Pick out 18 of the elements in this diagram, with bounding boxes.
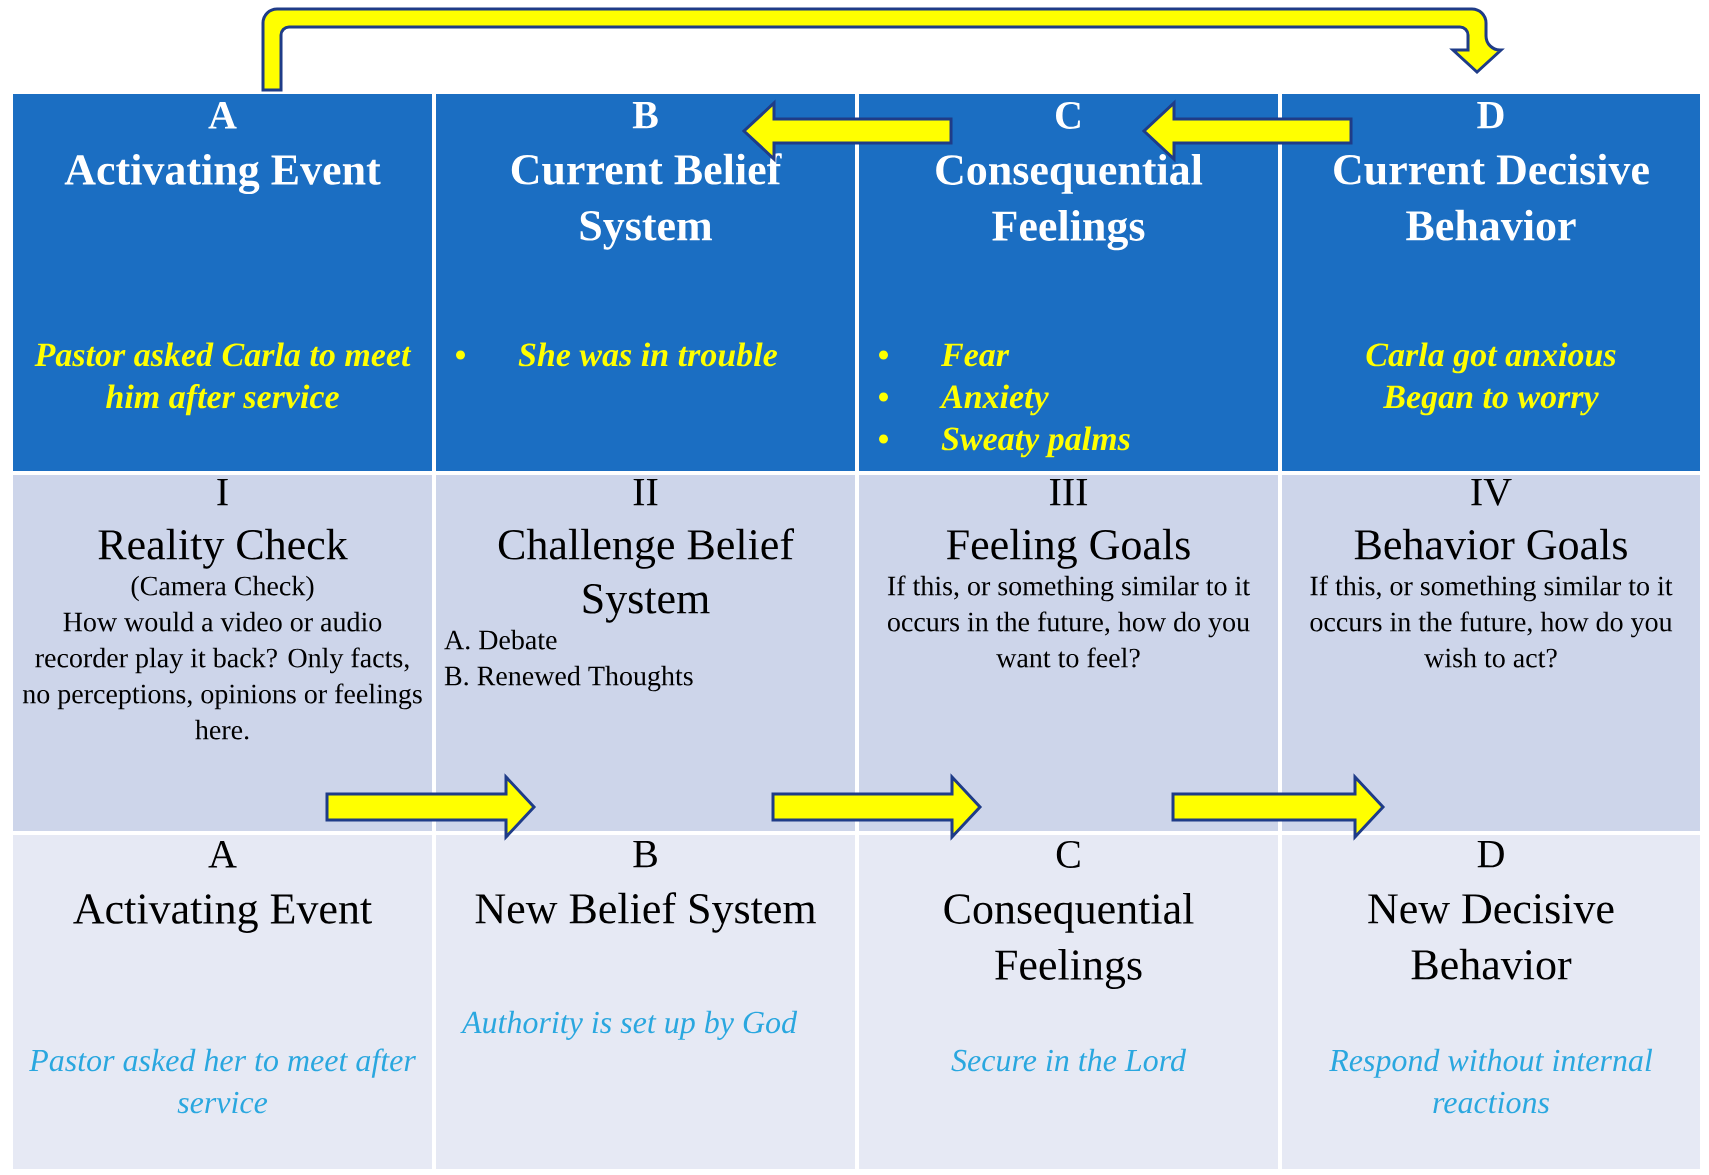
- table-cell: D Current Decisive Behavior Carla got anxious Began to worry: [1278, 90, 1704, 475]
- block-arrow: [261, 7, 1503, 92]
- table-cell: A Activating Event Pastor asked her to meet after service: [9, 831, 436, 1173]
- table-cell: C Consequential Feelings Secure in the Lord: [855, 831, 1282, 1173]
- block-arrow: [741, 99, 953, 163]
- block-arrow: [325, 773, 537, 841]
- table-cell: III Feeling Goals If this, or something similar to it occurs in the future, how do you want to feel?: [855, 471, 1282, 835]
- block-arrow: [771, 773, 983, 841]
- table-cell: C Consequential Feelings Fear Anxiety Sweaty palms: [855, 90, 1282, 475]
- table-cell: II Challenge Belief System A. Debate B. Renewed Thoughts: [432, 471, 859, 835]
- table-cell: B Current Belief System She was in trouble: [432, 90, 859, 475]
- table-cell: B New Belief System Authority is set up by God: [432, 831, 859, 1173]
- table-cell: D New Decisive Behavior Respond without internal reactions: [1278, 831, 1704, 1173]
- table-cell: I Reality Check (Camera Check) How would a video or audio recorder play it back? Only facts, no perceptions, opinions or feelings here.: [9, 471, 436, 835]
- table-cell: A Activating Event Pastor asked Carla to meet him after service: [9, 90, 436, 475]
- block-arrow: [1171, 773, 1386, 841]
- table-cell: IV Behavior Goals If this, or something similar to it occurs in the future, how do you wish to act?: [1278, 471, 1704, 835]
- block-arrow: [1141, 99, 1353, 163]
